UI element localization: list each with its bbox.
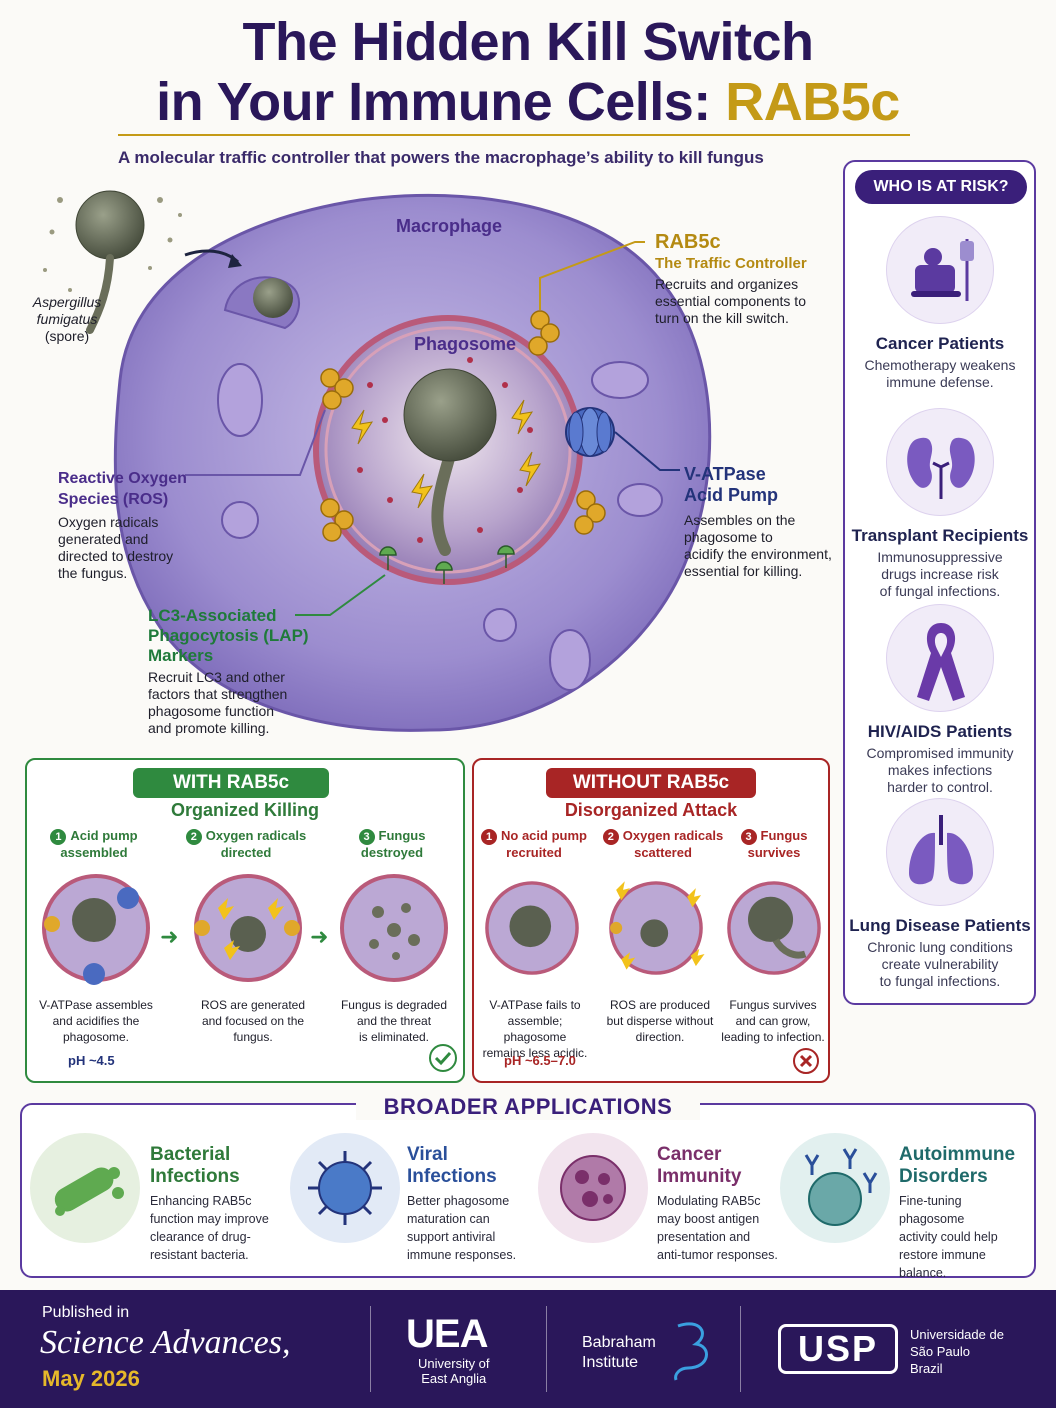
lap-leader [295, 574, 386, 616]
spore-label: Aspergillus fumigatus (spore) [32, 294, 102, 344]
arrow-right-icon: ➜ [310, 924, 329, 949]
footer-divider [740, 1306, 741, 1392]
organelle [591, 361, 649, 399]
arrow-right-icon: ➜ [160, 924, 179, 949]
without-step-1-phagosome [485, 881, 579, 975]
without-step-3-phagosome [727, 881, 821, 975]
organelle [617, 483, 663, 517]
cancer-cell-icon [538, 1133, 648, 1243]
footer-divider [370, 1306, 371, 1392]
organelle [483, 608, 517, 642]
with-rab5c-title: WITH RAB5c [133, 768, 329, 798]
vatpase-callout: V-ATPase Acid Pump Assembles on the phag… [684, 464, 832, 579]
journal-name: Science Advances, [40, 1324, 291, 1361]
aspergillus-spore [75, 190, 145, 260]
iv-chair-icon [886, 216, 994, 324]
without-ph-value: pH ~6.5–7.0 [504, 1053, 576, 1068]
fungus-hypha [431, 449, 456, 556]
with-rab5c-subtitle: Organized Killing [170, 800, 319, 820]
spore-stalk [86, 254, 114, 334]
phagosome-label: Phagosome [414, 334, 517, 354]
vatpase-leader [614, 431, 680, 471]
check-circle-icon [429, 1044, 457, 1072]
ros-bolt-icon [351, 409, 374, 445]
v-atpase-pump [565, 407, 615, 457]
macrophage-illustration [43, 190, 712, 732]
risk-item-lung: Lung Disease Patients Chronic lung condi… [847, 798, 1033, 990]
without-rab5c-subtitle: Disorganized Attack [564, 800, 738, 820]
x-circle-icon [793, 1048, 819, 1074]
macrophage-label: Macrophage [396, 216, 503, 236]
rab5c-callout: RAB5c The Traffic Controller Recruits an… [655, 231, 807, 327]
ros-leader [185, 409, 326, 476]
rab5c-leader [539, 241, 645, 310]
subtitle: A molecular traffic controller that powe… [118, 148, 764, 167]
page-title: The Hidden Kill Switch in Your Immune Ce… [0, 12, 1056, 132]
uea-logo: UEA [406, 1312, 488, 1356]
without-rab5c-title: WITHOUT RAB5c [546, 768, 756, 798]
with-step-3-phagosome [340, 874, 448, 982]
ribbon-icon [886, 604, 994, 712]
without-step-2-phagosome [609, 881, 705, 975]
ros-bolt-icon [519, 451, 542, 487]
risk-heading: WHO IS AT RISK? [855, 170, 1027, 204]
babraham-swirl-icon [674, 1322, 708, 1381]
ros-bolt-icon [411, 473, 434, 509]
immune-cell-antibody-icon [780, 1133, 890, 1243]
lungs-icon [886, 798, 994, 906]
footer-divider [546, 1306, 547, 1392]
with-ph-value: pH ~4.5 [68, 1053, 115, 1068]
virus-icon [290, 1133, 400, 1243]
footer [0, 1290, 1056, 1408]
with-step-2-phagosome [194, 874, 302, 982]
bacteria-icon [30, 1133, 140, 1243]
arrowhead-icon [228, 254, 242, 268]
engulfed-fungus [403, 368, 497, 462]
title-divider [118, 134, 910, 136]
lap-callout: LC3-Associated Phagocytosis (LAP) Marker… [148, 606, 309, 736]
publication-date: May 2026 [42, 1366, 140, 1391]
ros-callout: Reactive Oxygen Species (ROS) Oxygen rad… [58, 470, 187, 581]
broader-applications-heading: BROADER APPLICATIONS [356, 1094, 700, 1120]
ros-bolt-icon [511, 399, 534, 435]
organelle [217, 363, 263, 437]
spore-in-pocket [253, 278, 293, 318]
published-in-label: Published in [42, 1304, 130, 1321]
organelle [549, 629, 591, 691]
title-accent: RAB5c [725, 72, 900, 132]
title-line-1: The Hidden Kill Switch [242, 12, 814, 72]
kidney-icon [886, 408, 994, 516]
macrophage-diagram: Aspergillus fumigatus (spore) Macrophage… [0, 170, 840, 760]
with-step-1-phagosome [42, 874, 150, 985]
title-line-2: in Your Immune Cells: RAB5c [156, 72, 900, 132]
organelle [221, 501, 259, 539]
usp-logo: USP [778, 1324, 898, 1374]
